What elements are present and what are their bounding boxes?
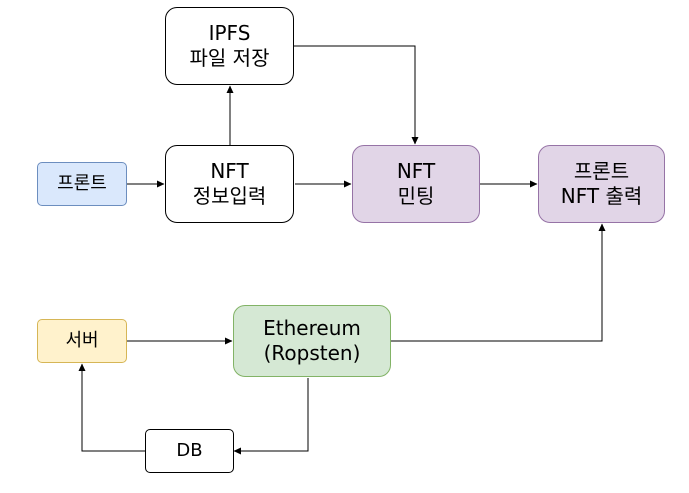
ipfs-line2: 파일 저장: [189, 46, 270, 70]
nft-info-input-node: NFT 정보입력: [165, 145, 294, 223]
nft-info-line2: 정보입력: [192, 184, 267, 208]
ethereum-line1: Ethereum: [263, 316, 361, 340]
front-nft-output-node: 프론트 NFT 출력: [538, 145, 665, 223]
server-node: 서버: [37, 319, 127, 363]
ethereum-line2: (Ropsten): [263, 341, 361, 365]
edge-ethereum-to-db: [233, 378, 309, 455]
edge-db-to-server: [78, 363, 145, 452]
front-input-label: 프론트: [57, 172, 107, 194]
ethereum-node: Ethereum (Ropsten): [233, 305, 391, 377]
db-label: DB: [176, 439, 203, 461]
edge-ethereum-to-front-out: [391, 223, 606, 342]
server-label: 서버: [65, 329, 99, 351]
edge-ipfs-to-minting: [293, 45, 419, 145]
ipfs-line1: IPFS: [208, 21, 251, 45]
db-node: DB: [145, 429, 234, 473]
front-output-line2: NFT 출력: [560, 184, 643, 208]
front-input-node: 프론트: [37, 162, 127, 206]
ipfs-storage-node: IPFS 파일 저장: [165, 7, 294, 85]
minting-line2: 민팅: [397, 184, 435, 208]
nft-info-line1: NFT: [210, 159, 249, 183]
front-output-line1: 프론트: [573, 159, 630, 183]
nft-minting-node: NFT 민팅: [352, 145, 480, 223]
minting-line1: NFT: [396, 159, 436, 183]
